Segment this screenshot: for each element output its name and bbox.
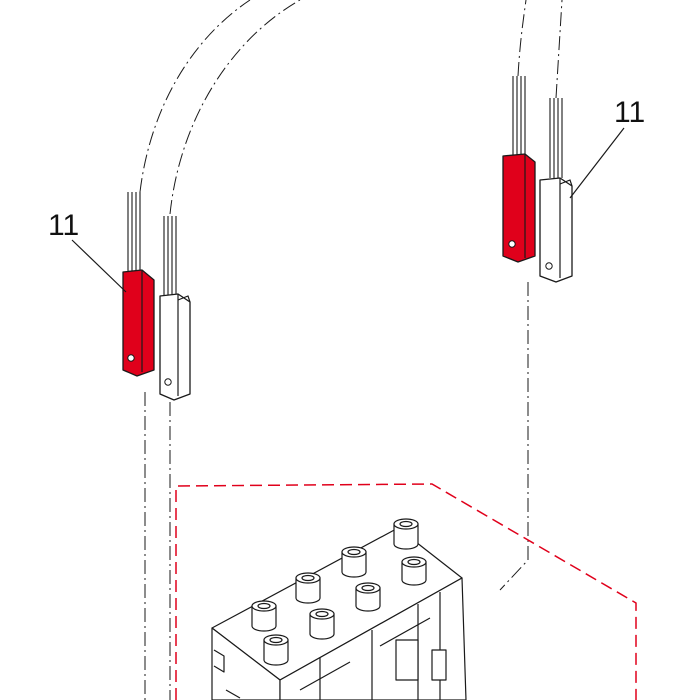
right-terminal-pair — [502, 76, 573, 283]
pin-4 — [295, 572, 321, 604]
left-red-terminal — [122, 269, 155, 377]
leader-line-left — [71, 239, 127, 293]
pin-5 — [355, 582, 381, 612]
housing-right-face — [279, 577, 467, 700]
callout-left: 11 — [48, 209, 79, 242]
path-line-right-outer — [517, 0, 527, 77]
pin-7 — [309, 608, 335, 640]
pin-2 — [341, 546, 367, 578]
connector-housing — [211, 527, 467, 700]
left-terminal-pair — [122, 192, 191, 401]
path-line-right-inner — [555, 0, 563, 99]
path-line-left-inner — [169, 0, 301, 215]
right-red-terminal-wires — [512, 76, 526, 156]
pin-8 — [263, 634, 289, 666]
pin-1 — [393, 518, 419, 550]
pin-6 — [251, 600, 277, 632]
assembly-boundary — [175, 483, 637, 700]
assembly-path-lines — [139, 0, 563, 700]
path-line-left-outer — [139, 0, 251, 193]
pin-3 — [401, 556, 427, 586]
right-white-terminal — [539, 177, 573, 283]
leader-line-right — [569, 127, 625, 199]
callout-right: 11 — [614, 96, 645, 129]
path-line-right-down — [499, 282, 529, 591]
connector-pins — [251, 518, 427, 666]
left-white-terminal-wires — [163, 216, 177, 296]
right-red-terminal — [502, 153, 536, 263]
housing-front-face — [211, 627, 281, 700]
left-red-terminal-wires — [127, 192, 141, 272]
left-white-terminal — [159, 293, 191, 401]
right-white-terminal-wires — [549, 98, 563, 178]
